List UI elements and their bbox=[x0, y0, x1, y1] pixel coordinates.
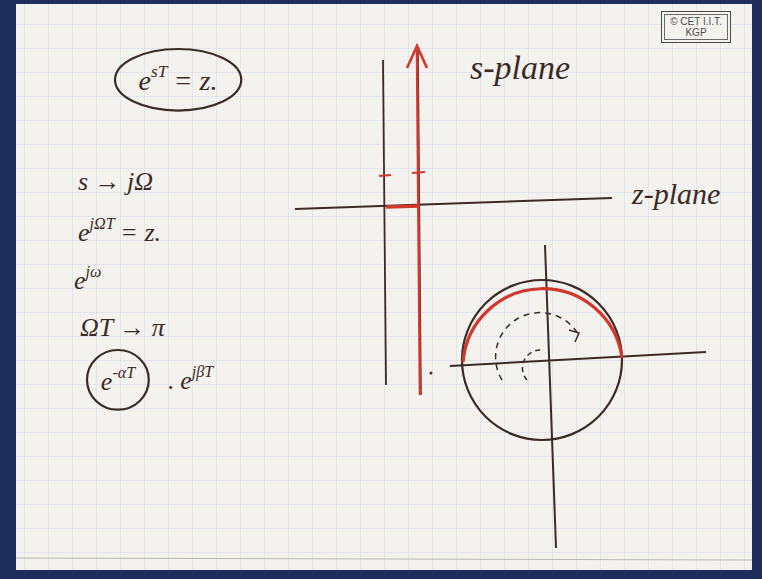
plane-title: z-plane bbox=[632, 176, 720, 212]
node-text: © CET I.I.T. KGP bbox=[668, 16, 724, 38]
dashed-arc bbox=[522, 350, 541, 380]
exponent-text: -αT bbox=[112, 364, 135, 381]
math-text: e bbox=[101, 367, 113, 396]
math-text: = z. bbox=[120, 218, 161, 247]
math-text: e bbox=[180, 366, 192, 395]
ink-circle-stroke bbox=[115, 49, 241, 111]
node-text: esT = z. bbox=[139, 62, 218, 98]
spiral-arrowhead bbox=[569, 330, 579, 342]
math-text: e bbox=[78, 218, 90, 247]
math-text: s-plane bbox=[470, 49, 570, 86]
s-plane-real-axis bbox=[295, 198, 612, 209]
circled-term: e-αT bbox=[84, 347, 152, 413]
math-text: . bbox=[168, 366, 175, 395]
math-text: e bbox=[139, 65, 151, 96]
s-plane-vertical-line bbox=[383, 60, 386, 385]
s-plane-imag-axis-red bbox=[417, 50, 420, 395]
circled-equation: esT = z. bbox=[112, 46, 244, 114]
ink-circle-stroke bbox=[87, 350, 149, 410]
math-note: ejΩT = z. bbox=[78, 214, 161, 248]
s-plane-imag-axis bbox=[418, 48, 421, 395]
tick-marks bbox=[379, 172, 425, 176]
math-note: ΩT → π bbox=[80, 312, 165, 343]
math-text: s → jΩ bbox=[78, 167, 153, 196]
math-text: © CET I.I.T. KGP bbox=[670, 16, 722, 38]
unit-circle-upper-red bbox=[463, 289, 622, 362]
axis-arrowhead bbox=[407, 46, 427, 68]
paper-grid bbox=[16, 4, 752, 570]
watermark-box: © CET I.I.T. KGP bbox=[661, 11, 731, 43]
math-text: ΩT → π bbox=[80, 313, 165, 342]
exponent-text: sT bbox=[151, 62, 167, 81]
math-text: e bbox=[74, 266, 86, 295]
exponent-text: jβT bbox=[192, 363, 213, 380]
sheet-edge bbox=[16, 558, 752, 560]
math-note: .ejβT bbox=[168, 362, 213, 396]
node-text: e-αT bbox=[101, 363, 135, 397]
math-text: = z. bbox=[174, 65, 218, 96]
math-note: s → jΩ bbox=[78, 166, 153, 197]
unit-circle bbox=[462, 280, 622, 440]
z-plane-real-axis bbox=[450, 352, 706, 366]
plane-title: s-plane bbox=[470, 48, 570, 89]
paper bbox=[16, 4, 752, 570]
math-text: z-plane bbox=[632, 177, 720, 210]
exponent-text: jΩT bbox=[90, 215, 115, 232]
exponent-text: jω bbox=[86, 263, 102, 280]
dashed-spiral bbox=[496, 313, 578, 380]
math-note: ejω bbox=[74, 262, 101, 296]
dot bbox=[430, 372, 433, 375]
red-segment bbox=[386, 206, 419, 207]
